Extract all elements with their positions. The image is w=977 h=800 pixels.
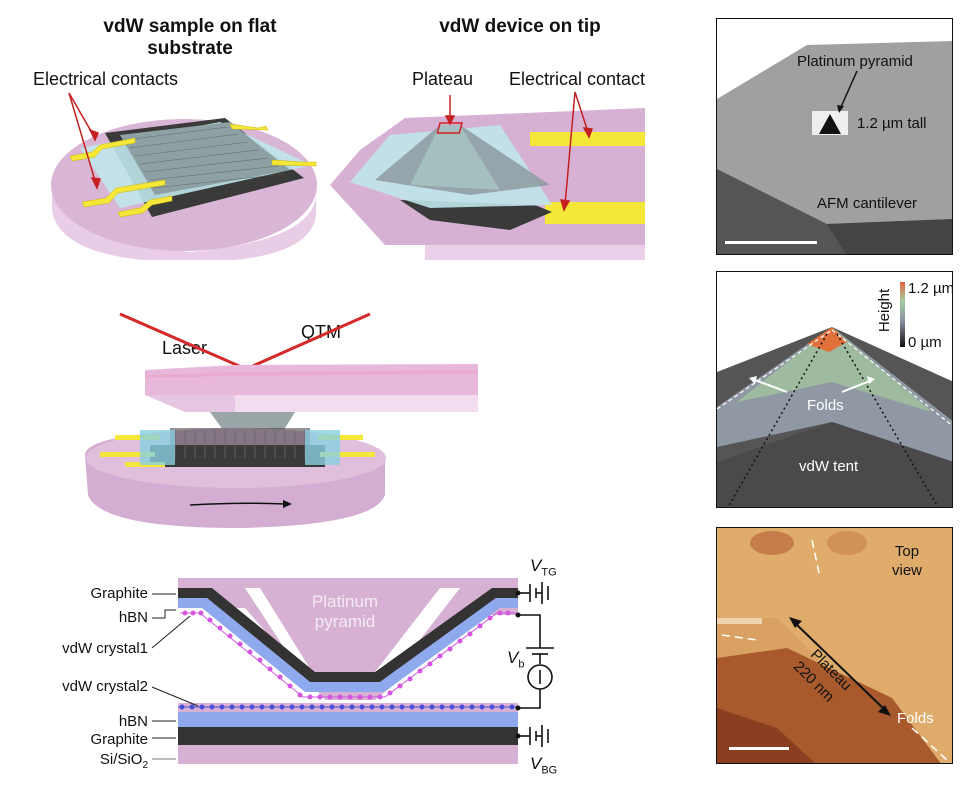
label-vdw-tent: vdW tent xyxy=(799,458,859,475)
cross-section-diagram xyxy=(151,578,554,764)
afm-topview-image xyxy=(717,528,952,763)
label-electrical-contacts: Electrical contacts xyxy=(33,69,179,89)
colorbar-title: Height xyxy=(876,288,894,333)
afm-3d-panel: Height 1.2 µm 0 µm Folds vdW tent xyxy=(716,271,953,508)
title-flat-substrate: vdW sample on flat substrate xyxy=(70,16,310,60)
sio2-subscript: 2 xyxy=(142,760,148,771)
sem-image-panel: Platinum pyramid 1.2 µm tall AFM cantile… xyxy=(716,18,953,255)
colorbar-min-label: 0 µm xyxy=(908,334,942,351)
layer-label-graphite-top: Graphite xyxy=(90,585,148,602)
pyramid-label: Platinum pyramid xyxy=(290,592,400,632)
layer-label-si-sio2: Si/SiO2 xyxy=(100,751,148,774)
pyramid-label-line2: pyramid xyxy=(314,612,376,631)
voltage-bg-label: VBG xyxy=(530,754,558,777)
layer-label-vdw-crystal1: vdW crystal1 xyxy=(62,640,148,657)
sem-image xyxy=(717,19,952,254)
si-sio-text: Si/SiO xyxy=(99,751,143,768)
label-top-view: Top view xyxy=(892,543,923,579)
title-flat-line2: substrate xyxy=(147,38,233,59)
flat-substrate-illustration xyxy=(51,92,317,260)
colorbar-max-label: 1.2 µm xyxy=(908,280,953,297)
label-plateau: Plateau xyxy=(412,69,474,89)
title-flat-line1: vdW sample on flat xyxy=(103,16,277,37)
label-laser: Laser xyxy=(162,338,208,358)
qtm-illustration xyxy=(85,312,478,528)
layer-label-hbn-bottom: hBN xyxy=(118,713,148,730)
label-folds-3d: Folds xyxy=(807,397,844,414)
label-platinum-pyramid: Platinum pyramid xyxy=(797,53,913,70)
afm-3d-image xyxy=(717,282,952,507)
label-electrical-contact: Electrical contact xyxy=(509,69,646,89)
label-pyramid-height: 1.2 µm tall xyxy=(857,115,927,132)
afm-topview-panel: Top view Plateau 220 nm Folds xyxy=(716,527,953,764)
layer-label-hbn-top: hBN xyxy=(118,609,148,626)
voltage-bias-label: Vb xyxy=(507,648,525,671)
label-folds-topview: Folds xyxy=(897,710,934,727)
layer-label-vdw-crystal2: vdW crystal2 xyxy=(62,678,148,695)
title-device-on-tip: vdW device on tip xyxy=(439,16,601,37)
pyramid-label-line1: Platinum xyxy=(311,592,379,611)
label-afm-cantilever: AFM cantilever xyxy=(817,195,918,212)
label-qtm: QTM xyxy=(301,322,341,342)
tip-device-illustration xyxy=(330,91,645,260)
voltage-tg-label: VTG xyxy=(530,556,557,579)
layer-label-graphite-bottom: Graphite xyxy=(90,731,148,748)
